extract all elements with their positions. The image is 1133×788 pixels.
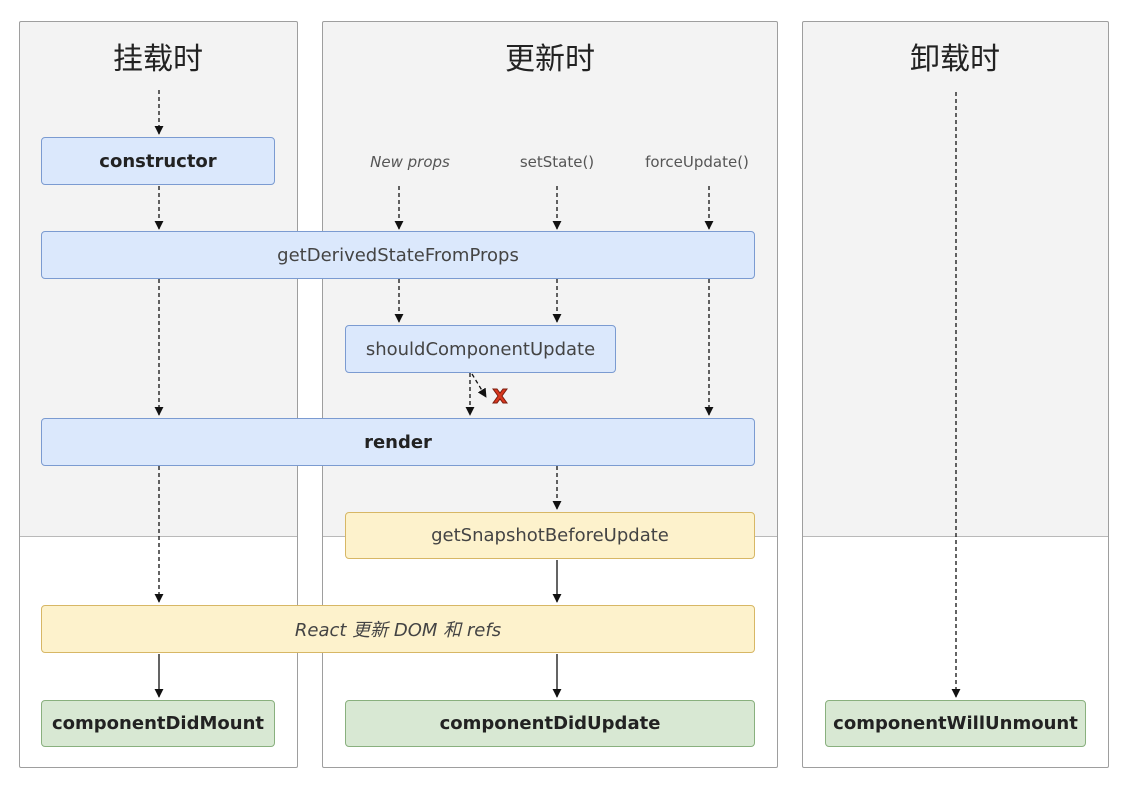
- constructor-box: constructor: [41, 137, 275, 185]
- cancel-x-icon: [492, 388, 508, 404]
- react-updates-dom-box: React 更新 DOM 和 refs: [41, 605, 755, 653]
- snapshot-box: getSnapshotBeforeUpdate: [345, 512, 755, 559]
- will-unmount-box: componentWillUnmount: [825, 700, 1086, 747]
- render-label: render: [364, 431, 432, 453]
- constructor-label: constructor: [99, 150, 217, 172]
- did-update-box: componentDidUpdate: [345, 700, 755, 747]
- new-props-label: New props: [370, 153, 450, 171]
- should-update-label: shouldComponentUpdate: [365, 338, 596, 360]
- did-mount-box: componentDidMount: [41, 700, 275, 747]
- get-derived-state-box: getDerivedStateFromProps: [41, 231, 755, 279]
- unmount-title: 卸载时: [910, 42, 1000, 77]
- did-mount-label: componentDidMount: [52, 713, 264, 734]
- should-update-box: shouldComponentUpdate: [345, 325, 616, 373]
- force-update-label: forceUpdate(): [645, 153, 749, 171]
- react-updates-dom-label: React 更新 DOM 和 refs: [294, 620, 502, 641]
- snapshot-label: getSnapshotBeforeUpdate: [431, 525, 669, 546]
- will-unmount-label: componentWillUnmount: [833, 713, 1078, 734]
- did-update-label: componentDidUpdate: [439, 713, 661, 734]
- update-title: 更新时: [505, 42, 595, 77]
- set-state-label: setState(): [519, 153, 595, 171]
- render-box: render: [41, 418, 755, 466]
- get-derived-state-label: getDerivedStateFromProps: [277, 244, 519, 266]
- arrow-should-cancel: [471, 373, 487, 398]
- mount-title: 挂载时: [113, 42, 203, 77]
